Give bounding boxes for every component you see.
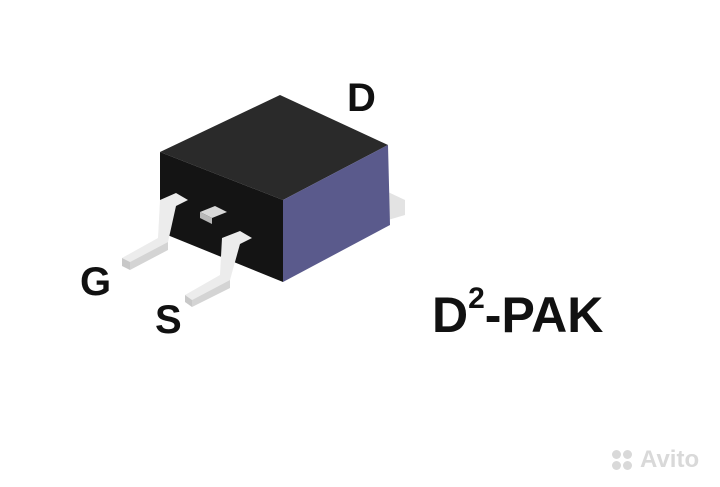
source-label: S: [155, 298, 182, 342]
drain-label: D: [347, 76, 376, 120]
gate-lead: [122, 193, 188, 262]
center-lead-stub: [200, 206, 227, 218]
package-name-base: D: [432, 287, 469, 343]
package-front-face: [160, 152, 283, 282]
gate-label: G: [80, 260, 112, 304]
avito-watermark: Avito: [612, 446, 699, 474]
package-name-superscript: 2: [468, 282, 485, 316]
avito-logo-icon: [612, 450, 634, 470]
watermark-text: Avito: [640, 446, 700, 473]
package-name: D2-PAK: [432, 284, 604, 343]
package-name-suffix: -PAK: [484, 287, 604, 343]
package-side-face: [283, 145, 390, 282]
package-top-face: [160, 95, 388, 200]
source-lead: [185, 231, 252, 300]
drain-tab: [388, 192, 405, 220]
